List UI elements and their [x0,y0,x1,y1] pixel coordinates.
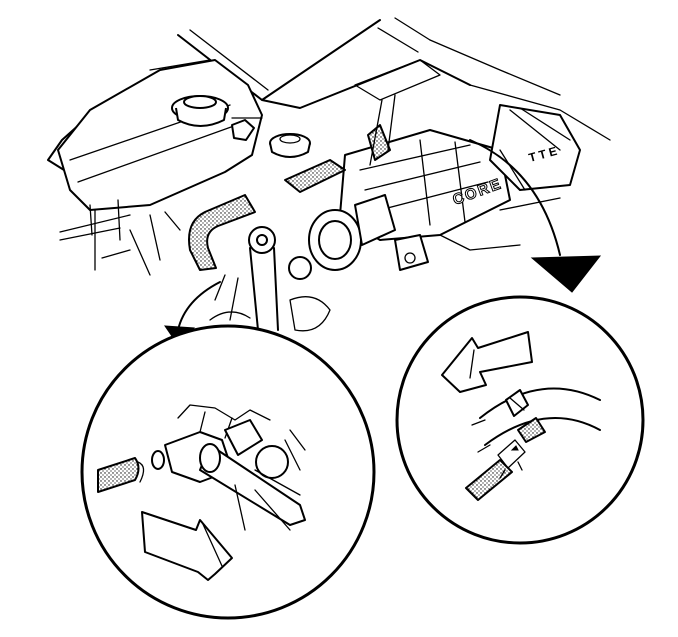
pulled-hose [465,459,513,501]
coolant-pipe [479,387,601,446]
engine-bay-overview: CORE TTE [47,17,611,332]
reservoir-cap [171,95,229,127]
detail-circle-left [80,324,376,620]
detached-hose [97,457,140,493]
belt-pulley [248,226,331,332]
detail-circle-right [395,295,645,545]
hood-outline [177,19,471,109]
removal-direction-arrow-right [441,331,533,393]
coolant-reservoir [57,59,263,241]
arrow-to-right-detail [469,139,602,293]
removal-direction-arrow-left [141,511,233,581]
oil-filler-cap [269,133,311,158]
throttle-body [308,194,429,271]
hose-clamp-left [151,450,165,470]
heater-hose [188,124,391,271]
hose-clamp-right [505,389,529,417]
